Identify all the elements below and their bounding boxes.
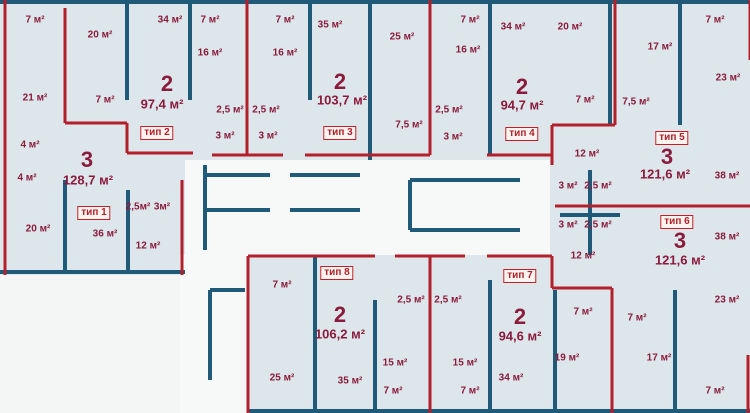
- room-area-label: 12 м²: [135, 240, 161, 252]
- room-area-label: 7 м²: [705, 385, 725, 397]
- room-area-label: 17 м²: [647, 41, 673, 53]
- room-area-label: 4 м²: [17, 172, 37, 184]
- apartment-area: 94,7 м²: [500, 97, 544, 113]
- room-area-label: 35 м²: [317, 19, 343, 31]
- room-area-label: 2,5 м²: [434, 294, 462, 306]
- room-area-label: 20 м²: [87, 29, 113, 41]
- apartment-rooms: 2: [333, 302, 347, 327]
- room-area-label: 7 м²: [460, 14, 480, 26]
- apartment-type-label: тип 7: [503, 269, 537, 283]
- room-area-label: 2,5 м²: [252, 104, 280, 116]
- apartment-area: 106,2 м²: [314, 326, 366, 342]
- room-area-label: 21 м²: [22, 92, 48, 104]
- room-area-label: 15 м²: [382, 357, 408, 369]
- apartment-rooms: 2: [333, 69, 347, 94]
- apartment-type-label: тип 8: [320, 266, 354, 280]
- room-area-label: 17 м²: [646, 352, 672, 364]
- room-area-label: 35 м²: [337, 375, 363, 387]
- room-area-label: 7,5 м²: [622, 96, 650, 108]
- room-area-label: 4 м²: [20, 139, 40, 151]
- room-area-label: 34 м²: [498, 372, 524, 384]
- room-area-label: 25 м²: [389, 31, 415, 43]
- room-area-label: 7 м²: [575, 94, 595, 106]
- apartment-type-label: тип 6: [660, 215, 694, 229]
- room-area-label: 3 м²: [215, 130, 235, 142]
- room-area-label: 20 м²: [25, 223, 51, 235]
- room-area-label: 38 м²: [714, 170, 740, 182]
- apartment-rooms: 2: [513, 304, 527, 329]
- room-area-label: 2,5 м²: [435, 104, 463, 116]
- apartment-area: 97,4 м²: [140, 96, 184, 112]
- room-area-label: 16 м²: [272, 47, 298, 59]
- room-area-label: 3 м²: [258, 130, 278, 142]
- apartment-area: 94,6 м²: [498, 328, 542, 344]
- apartment-area: 121,6 м²: [654, 252, 706, 268]
- room-area-label: 12 м²: [570, 250, 596, 262]
- apartment-type-label: тип 1: [77, 206, 111, 220]
- room-area-label: 20 м²: [557, 21, 583, 33]
- room-area-label: 7 м²: [25, 14, 45, 26]
- room-area-label: 2,5 м²: [216, 104, 244, 116]
- room-area-label: 7,5 м²: [395, 119, 423, 131]
- apartment-type-label: тип 2: [140, 126, 174, 140]
- room-area-label: 23 м²: [715, 72, 741, 84]
- apartment-area: 128,7 м²: [62, 172, 114, 188]
- apartment-type-label: тип 4: [505, 127, 539, 141]
- apartment-rooms: 3: [673, 228, 687, 253]
- room-area-label: 3 м²: [443, 131, 463, 143]
- apartment-area: 121,6 м²: [639, 166, 691, 182]
- room-area-label: 38 м²: [714, 231, 740, 243]
- room-area-label: 2,5 м²: [584, 219, 612, 231]
- room-area-label: 15 м²: [452, 357, 478, 369]
- room-area-label: 16 м²: [197, 47, 223, 59]
- room-area-label: 3 м²: [558, 180, 578, 192]
- apartment-type-label: тип 5: [655, 131, 689, 145]
- room-area-label: 25 м²: [269, 372, 295, 384]
- room-area-label: 7 м²: [95, 94, 115, 106]
- apartment-rooms: 3: [660, 144, 674, 169]
- apartment-rooms: 2: [160, 71, 174, 96]
- room-area-label: 34 м²: [500, 21, 526, 33]
- room-area-label: 7 м²: [200, 14, 220, 26]
- room-area-label: 2,5 м²: [584, 180, 612, 192]
- apartment-rooms: 3: [80, 147, 94, 172]
- room-area-label: 3 м²: [558, 219, 578, 231]
- room-area-label: 7 м²: [460, 385, 480, 397]
- room-area-label: 2,5 м²: [397, 294, 425, 306]
- room-area-label: 23 м²: [714, 294, 740, 306]
- room-area-label: 7 м²: [275, 14, 295, 26]
- room-area-label: 2,5м²: [125, 201, 151, 213]
- room-area-label: 7 м²: [272, 279, 292, 291]
- room-area-label: 7 м²: [627, 312, 647, 324]
- room-area-label: 36 м²: [92, 228, 118, 240]
- room-area-label: 16 м²: [455, 44, 481, 56]
- room-area-label: 3м²: [153, 201, 171, 213]
- room-area-label: 7 м²: [573, 306, 593, 318]
- apartment-area: 103,7 м²: [316, 92, 368, 108]
- room-area-label: 7 м²: [383, 385, 403, 397]
- room-area-label: 34 м²: [157, 14, 183, 26]
- apartment-rooms: 2: [515, 74, 529, 99]
- apartment-type-label: тип 3: [323, 126, 357, 140]
- room-area-label: 19 м²: [554, 352, 580, 364]
- room-area-label: 7 м²: [705, 14, 725, 26]
- room-area-label: 12 м²: [574, 148, 600, 160]
